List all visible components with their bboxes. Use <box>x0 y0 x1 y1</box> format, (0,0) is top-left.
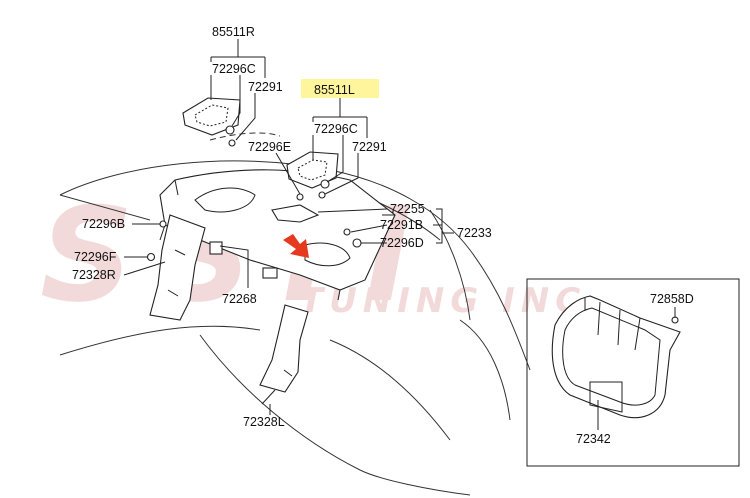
label-72328R: 72328R <box>72 268 116 282</box>
inset-box <box>526 278 740 467</box>
label-72328L: 72328L <box>243 415 285 429</box>
label-72291-lower: 72291 <box>352 140 387 154</box>
label-72296D: 72296D <box>380 236 424 250</box>
label-72296C-upper: 72296C <box>212 62 256 76</box>
rear-shelf-trim <box>159 169 396 301</box>
label-72233: 72233 <box>457 226 492 240</box>
pillar-trim-left <box>259 304 309 393</box>
label-72255: 72255 <box>390 202 425 216</box>
label-72291B: 72291B <box>380 218 423 232</box>
label-85511R: 85511R <box>212 25 255 39</box>
label-72291-upper: 72291 <box>248 80 283 94</box>
part-labels: 85511R 72296C 72291 85511L 72296C 72291 … <box>72 25 694 446</box>
label-85511L: 85511L <box>314 83 355 97</box>
car-body-outline <box>59 132 531 496</box>
label-72342: 72342 <box>576 432 611 446</box>
label-72296F: 72296F <box>74 250 117 264</box>
label-72296B: 72296B <box>82 217 125 231</box>
red-arrow <box>283 234 309 258</box>
label-72858D: 72858D <box>650 292 694 306</box>
label-72268: 72268 <box>222 292 257 306</box>
label-72296E: 72296E <box>248 140 291 154</box>
pillar-trim-right <box>149 214 206 321</box>
speaker-grille-right <box>182 97 241 136</box>
label-72296C-lower: 72296C <box>314 122 358 136</box>
leader-lines <box>123 39 676 430</box>
highlight-85511L <box>301 79 379 98</box>
